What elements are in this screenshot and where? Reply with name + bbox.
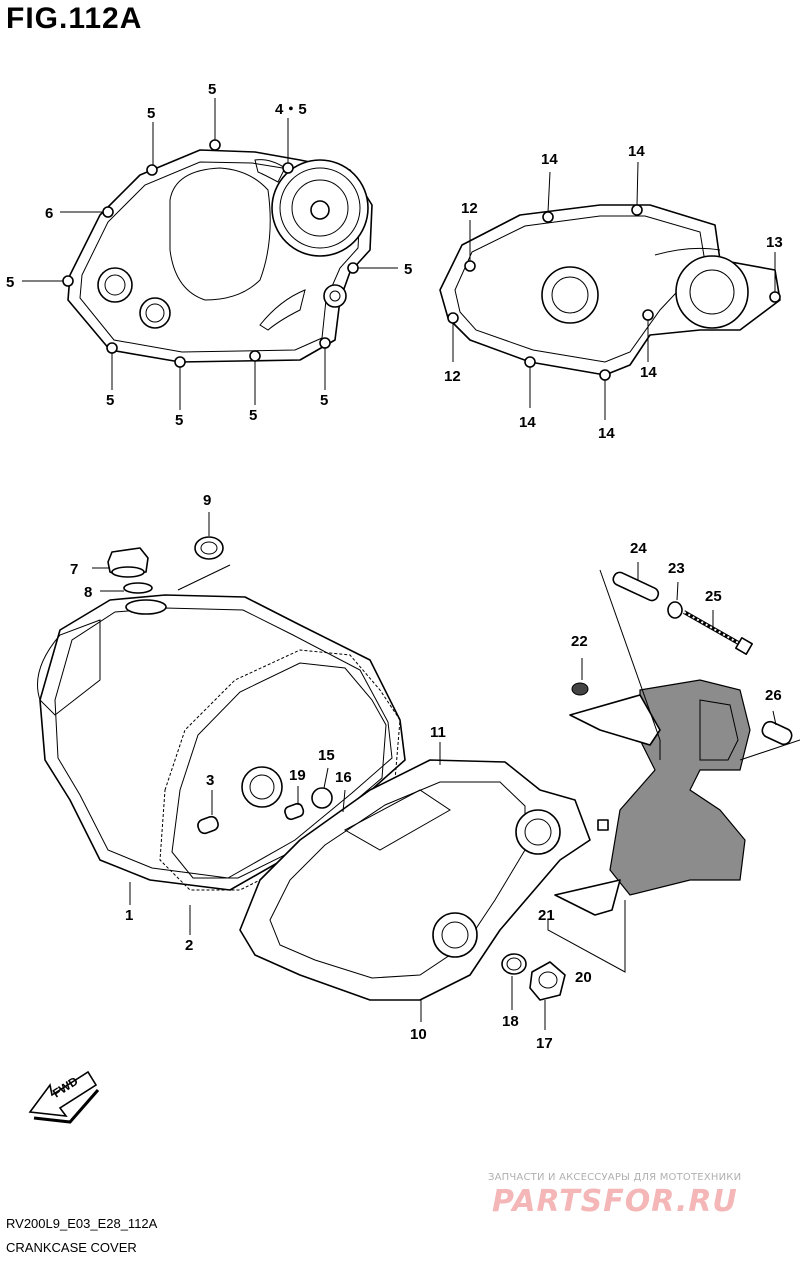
- oil-filler-cap: [107, 547, 153, 594]
- callout-2: 2: [185, 937, 193, 954]
- watermark-logo: PARTSFOR.RU: [492, 1184, 738, 1219]
- callout-5: 5: [249, 407, 257, 424]
- callout-3: 3: [206, 772, 214, 789]
- callout-19: 19: [289, 767, 306, 784]
- figure-title: FIG.112A: [6, 2, 143, 35]
- clutch-cover-bolt-holes: [62, 139, 359, 368]
- callout-11: 11: [430, 724, 446, 741]
- sprocket-cover-hardware: [571, 571, 793, 746]
- watermark-tagline: ЗАПЧАСТИ И АКСЕССУАРЫ ДЛЯ МОТОТЕХНИКИ: [488, 1172, 742, 1183]
- sprocket-cover: [554, 679, 751, 916]
- oil-seal: [194, 536, 224, 560]
- magneto-cover-outline: [439, 204, 781, 376]
- callout-8: 8: [84, 584, 92, 601]
- callout-14: 14: [541, 151, 558, 168]
- callout-5: 5: [6, 274, 14, 291]
- magneto-cover-leaders: [452, 161, 776, 420]
- callout-12: 12: [444, 368, 461, 385]
- callout-13: 13: [766, 234, 783, 251]
- callout-4-5: 4・5: [275, 101, 307, 118]
- callout-14: 14: [640, 364, 657, 381]
- crankcase-part-1: [37, 594, 406, 891]
- callout-5: 5: [404, 261, 412, 278]
- callout-5: 5: [208, 81, 216, 98]
- callout-9: 9: [203, 492, 211, 509]
- callout-22: 22: [571, 633, 588, 650]
- clutch-cover-leaders: [22, 98, 398, 410]
- callout-15: 15: [318, 747, 335, 764]
- callout-24: 24: [630, 540, 647, 557]
- lower-leader-lines: [92, 512, 800, 1030]
- callout-12: 12: [461, 200, 478, 217]
- callout-18: 18: [502, 1013, 519, 1030]
- callout-14: 14: [519, 414, 536, 431]
- footer-figure-name: CRANKCASE COVER: [6, 1240, 137, 1255]
- callout-7: 7: [70, 561, 78, 578]
- callout-5: 5: [147, 105, 155, 122]
- footer-figure-code: RV200L9_E03_E28_112A: [6, 1216, 158, 1231]
- callout-23: 23: [668, 560, 685, 577]
- clutch-cover-outline: [67, 149, 373, 363]
- callout-1: 1: [125, 907, 133, 924]
- gasket-part-2: [159, 649, 401, 891]
- callout-numbers: 5 5 4・5 6 5 5 5 5 5 5 14 14 12 13 12 14 …: [6, 81, 783, 1052]
- callout-5: 5: [320, 392, 328, 409]
- callout-17: 17: [536, 1035, 553, 1052]
- callout-5: 5: [175, 412, 183, 429]
- callout-5: 5: [106, 392, 114, 409]
- callout-20: 20: [575, 969, 592, 986]
- drain-plug: [501, 953, 566, 1001]
- cover-part-10: [239, 759, 591, 1001]
- callout-14: 14: [628, 143, 645, 160]
- callout-16: 16: [335, 769, 352, 786]
- callout-26: 26: [765, 687, 782, 704]
- callout-10: 10: [410, 1026, 427, 1043]
- callout-25: 25: [705, 588, 722, 605]
- callout-14: 14: [598, 425, 615, 442]
- callout-21: 21: [538, 907, 555, 924]
- fwd-arrow-icon: FWD: [28, 1070, 100, 1124]
- callout-6: 6: [45, 205, 53, 222]
